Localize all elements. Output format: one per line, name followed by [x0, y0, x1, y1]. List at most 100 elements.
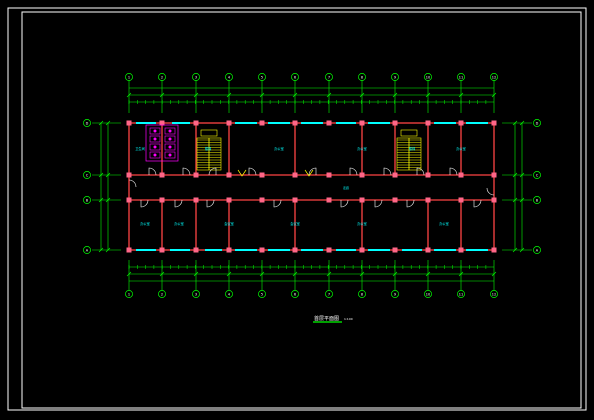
room-label-south: 办公室 [174, 221, 184, 226]
structural-column [259, 120, 265, 126]
axis-bubble-row-A-left-circle [83, 246, 91, 254]
door-south-room [340, 199, 349, 208]
stair-landing [200, 129, 218, 137]
dimension-tick [512, 197, 518, 203]
axis-bubble-row-C-right-label: C [536, 173, 539, 177]
toilet-fixture [153, 129, 157, 133]
door-south-room [174, 199, 183, 208]
axis-bubble-row-B-left-label: B [86, 198, 89, 202]
structural-column [126, 172, 132, 178]
axis-bubble-col-4-top-label: 4 [228, 75, 231, 79]
toilet-stall [149, 151, 161, 159]
dimension-tick [425, 271, 431, 277]
structural-column [226, 247, 232, 253]
axis-bubble-col-10-bottom-circle [424, 290, 432, 298]
axis-bubble-row-D-left-label: D [86, 121, 89, 125]
dimension-tick [105, 197, 111, 203]
toilet-fixture [168, 153, 172, 157]
dimension-tick [98, 120, 104, 126]
title-block: 首层平面图 1:100 [313, 315, 353, 323]
axis-bubble-col-8-bottom-circle [358, 290, 366, 298]
axis-bubble-row-C-left-label: C [86, 173, 89, 177]
axis-bubble-col-10-top-circle [424, 73, 432, 81]
toilet-fixture [168, 137, 172, 141]
axis-bubble-col-11-bottom-circle [457, 290, 465, 298]
doors [128, 167, 495, 208]
windows [136, 122, 488, 251]
axis-bubble-row-B-right-label: B [536, 198, 539, 202]
axis-bubble-col-2-bottom-circle [158, 290, 166, 298]
dimension-tick [159, 92, 165, 98]
door-north-room [248, 167, 257, 176]
toilet-fixtures [145, 124, 179, 162]
structural-column [159, 120, 165, 126]
axis-bubble-col-2-top-circle [158, 73, 166, 81]
structural-column [193, 172, 199, 178]
axis-bubble-col-3-top-circle [192, 73, 200, 81]
structural-column [259, 247, 265, 253]
dimension-tick [512, 247, 518, 253]
toilet-stall [149, 143, 161, 151]
axis-bubble-col-4-bottom-circle [225, 290, 233, 298]
door-north-room [349, 167, 358, 176]
dimension-tick [458, 271, 464, 277]
room-label-south: 会议室 [290, 221, 300, 226]
drawing-scale: 1:100 [344, 317, 353, 321]
structural-column [159, 197, 165, 203]
dimension-tick [193, 271, 199, 277]
structural-column [458, 120, 464, 126]
axis-bubble-col-5-bottom-label: 5 [261, 292, 263, 296]
structural-column [226, 172, 232, 178]
inner-frame [21, 11, 582, 409]
structural-column [425, 120, 431, 126]
room-label-north: 办公室 [357, 146, 367, 151]
door-south-room [206, 199, 215, 208]
door-north-room [383, 167, 392, 176]
door-south-room [273, 199, 282, 208]
dimension-tick [392, 271, 398, 277]
structural-column [126, 247, 132, 253]
structural-column [392, 120, 398, 126]
axis-bubble-col-12-bottom-circle [490, 290, 498, 298]
dimension-tick [359, 92, 365, 98]
door-north-room [308, 167, 317, 176]
structural-column [326, 120, 332, 126]
corridor-arrow-east [304, 169, 314, 177]
axis-bubble-col-4-bottom-label: 4 [228, 292, 231, 296]
axis-bubble-row-D-right-circle [533, 119, 541, 127]
dimension-tick [105, 247, 111, 253]
dimension-tick [159, 271, 165, 277]
axis-bubble-col-12-bottom-label: 12 [492, 292, 496, 296]
toilet-fixture [168, 145, 172, 149]
dimension-tick [105, 172, 111, 178]
axis-bubble-col-7-bottom-circle [325, 290, 333, 298]
room-label-north: 办公室 [456, 146, 466, 151]
room-label-north: 楼梯 [205, 146, 212, 151]
room-label-north: 卫生间 [135, 146, 145, 151]
toilet-stall [164, 135, 176, 143]
columns [126, 120, 497, 253]
structural-column [193, 197, 199, 203]
dimension-tick [193, 92, 199, 98]
axis-bubble-col-9-bottom-label: 9 [394, 292, 396, 296]
axis-bubble-row-C-right-circle [533, 171, 541, 179]
axis-bubble-col-1-bottom-label: 1 [128, 292, 130, 296]
structural-column [491, 197, 497, 203]
axis-bubble-col-6-bottom-circle [291, 290, 299, 298]
dimension-tick [226, 92, 232, 98]
structural-column [458, 172, 464, 178]
dimension-tick [425, 92, 431, 98]
structural-column [292, 247, 298, 253]
structural-column [359, 120, 365, 126]
door-north-room [148, 167, 157, 176]
axis-bubble-col-7-top-label: 7 [328, 75, 330, 79]
structural-column [159, 172, 165, 178]
toilet-fixture [153, 145, 157, 149]
structural-column [292, 172, 298, 178]
structural-column [326, 172, 332, 178]
dimension-tick [126, 271, 132, 277]
toilet-stall [164, 143, 176, 151]
structural-column [458, 247, 464, 253]
